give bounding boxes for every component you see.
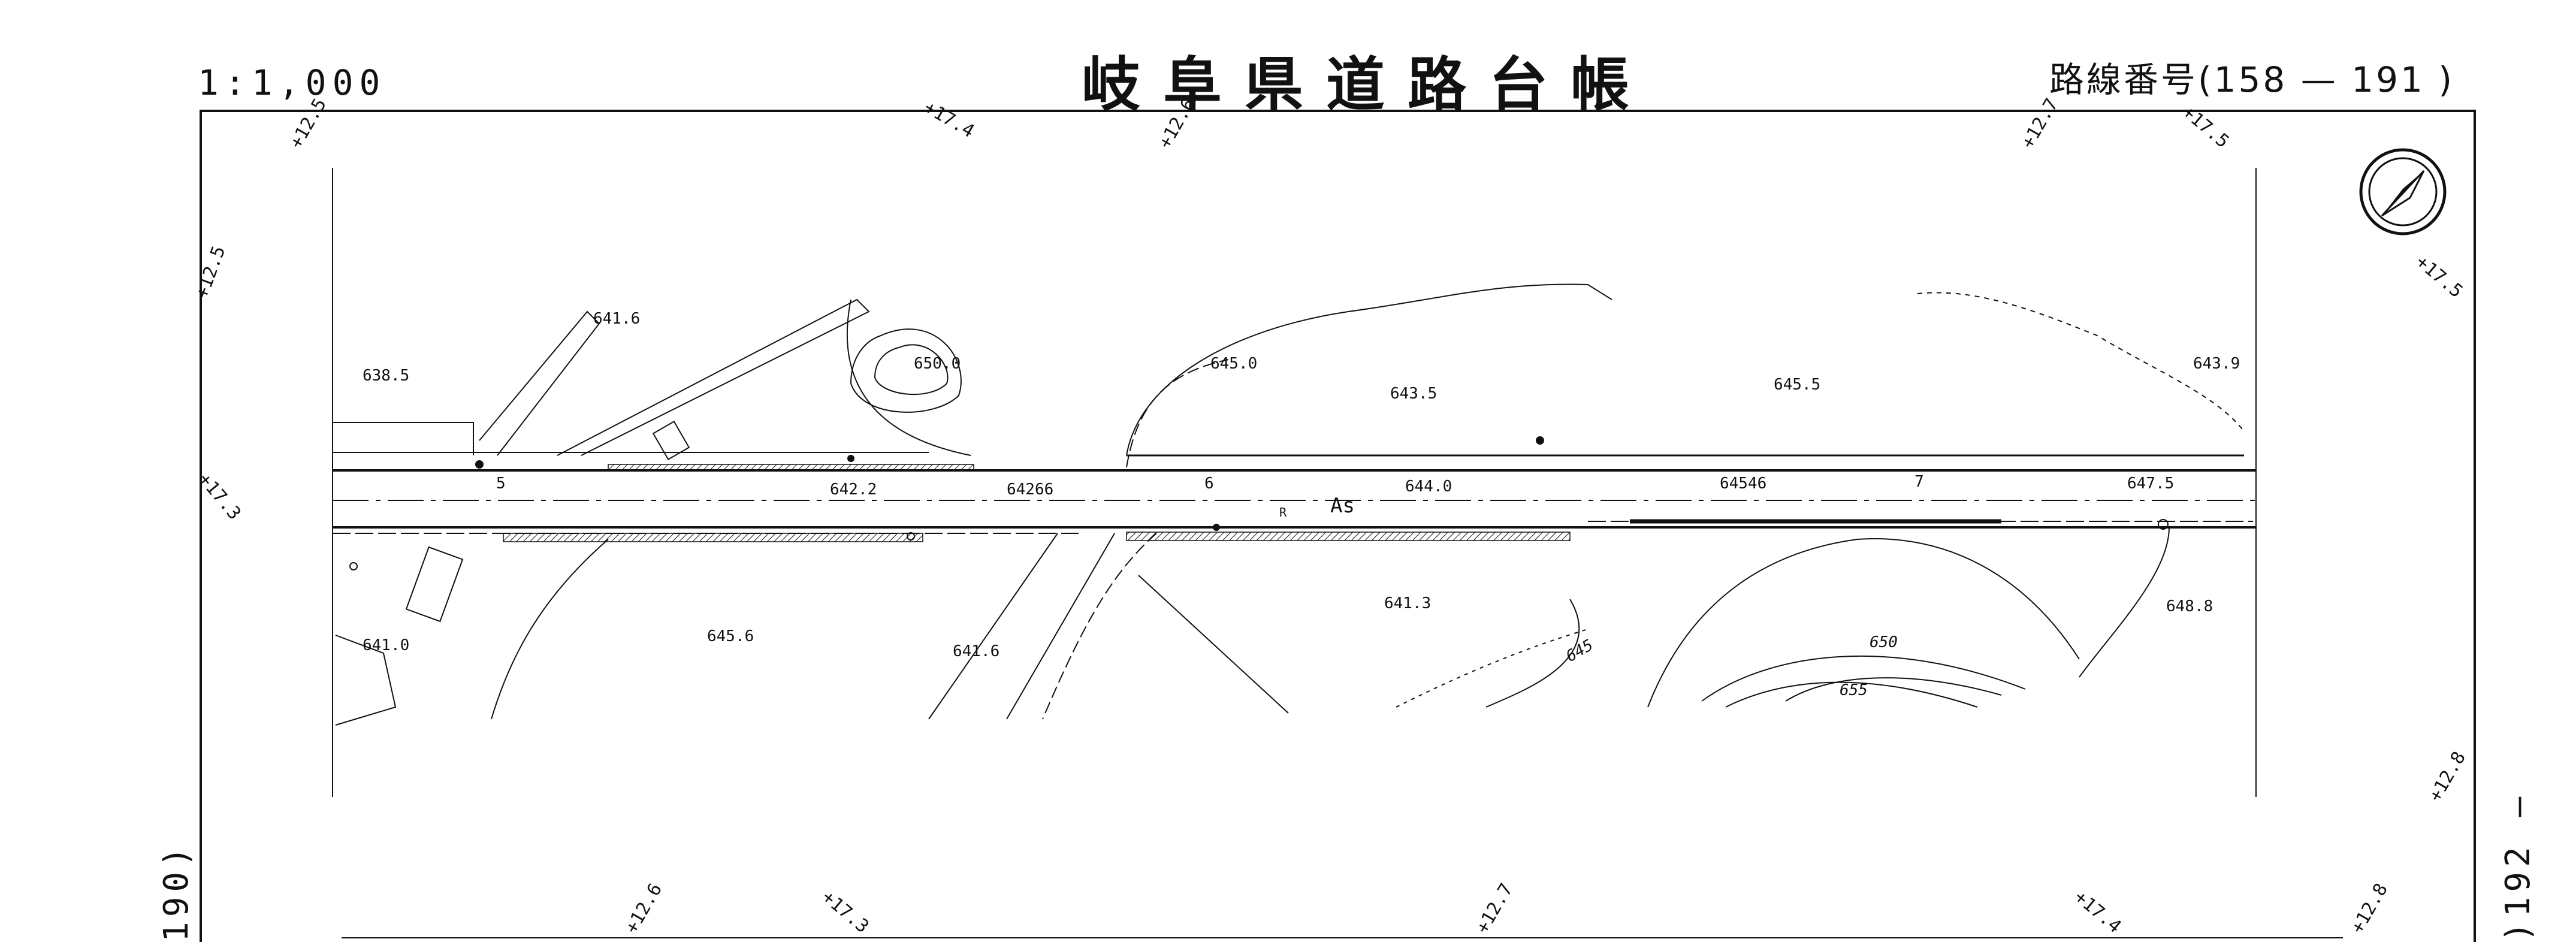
- manhole: [907, 532, 915, 541]
- contour-label: 650: [1870, 633, 1898, 651]
- hilltop-contour-1: [850, 328, 962, 413]
- station-label: 5: [496, 475, 506, 493]
- grid-mark: +17.4: [2070, 886, 2125, 937]
- station-label: 6: [1204, 475, 1214, 493]
- grid-mark: +12.8: [2425, 748, 2470, 805]
- elevation: 641.6: [593, 310, 640, 328]
- south-road-west: [928, 533, 1058, 720]
- dotted-boundary-south: [1396, 629, 1589, 708]
- elevation: 642.2: [830, 481, 877, 499]
- survey-point: [475, 460, 484, 469]
- road-centerline-group: [333, 452, 2256, 542]
- contour-655-line: [1785, 677, 2002, 702]
- elevation: 645.6: [707, 627, 754, 645]
- contour-labels: 650 655 645: [1563, 633, 1898, 699]
- manhole: [349, 562, 358, 570]
- side-road-west: [333, 422, 474, 455]
- road-surface-label: As: [1330, 494, 1355, 518]
- contour-650-line: [1701, 655, 2026, 702]
- contour-label: 645: [1563, 636, 1597, 666]
- elevation: 645.0: [1210, 355, 1257, 373]
- east-slope-line: [2079, 527, 2170, 678]
- survey-point: [1536, 436, 1544, 445]
- south-path-east: [1138, 575, 1289, 714]
- survey-point: [1213, 524, 1220, 531]
- road-labels: As R 5 6 7: [496, 473, 1924, 520]
- slope-top: [1126, 283, 1612, 456]
- grid-mark: +12.6: [1155, 95, 1200, 152]
- station-label: 7: [1914, 473, 1924, 491]
- south-path-west: [491, 539, 609, 720]
- elevation-labels: 641.6 638.5 650.0 645.0 643.5 645.5 643.…: [363, 310, 2240, 660]
- grid-mark: +12.5: [192, 243, 230, 301]
- contour-label: 655: [1840, 681, 1868, 699]
- parcel-west: [479, 310, 600, 456]
- grid-mark: +12.5: [286, 95, 331, 152]
- elevation: 638.5: [363, 367, 409, 385]
- elevation: 643.9: [2193, 355, 2240, 373]
- elevation: 64266: [1007, 481, 1053, 499]
- dotted-boundary-east: [1917, 292, 2245, 432]
- elevation: 648.8: [2166, 597, 2213, 615]
- hill-slope-west: [846, 299, 971, 456]
- structure-box-1: [652, 420, 690, 461]
- grid-mark: +12.8: [2347, 880, 2392, 937]
- retaining-wall-3: [608, 464, 974, 471]
- grid-mark: +17.5: [2412, 251, 2467, 302]
- elevation: 647.5: [2127, 475, 2174, 493]
- map-frame: [200, 110, 2476, 942]
- elevation: 644.0: [1405, 478, 1452, 496]
- map-scale: 1:1,000: [198, 62, 386, 103]
- grid-mark: +17.3: [818, 886, 873, 937]
- hilltop-contour-2: [874, 344, 949, 395]
- map-title: 岐阜県道路台帳: [1082, 51, 1653, 119]
- road-small-label: R: [1279, 505, 1287, 520]
- grid-mark: +12.7: [2018, 95, 2062, 152]
- retaining-wall-1: [503, 533, 923, 542]
- elevation: 643.5: [1390, 385, 1437, 403]
- elevation: 645.5: [1774, 376, 1820, 394]
- hill-outline: [1647, 538, 2080, 708]
- grid-mark: +17.5: [2178, 101, 2233, 152]
- survey-point: [847, 455, 854, 462]
- retaining-wall-2: [1126, 532, 1571, 541]
- elevation: 650.0: [914, 355, 961, 373]
- north-arrow-icon: [2359, 148, 2447, 236]
- elevation: 641.6: [953, 642, 999, 660]
- building-1: [405, 546, 464, 623]
- slope-edge: [1126, 359, 1229, 468]
- building-2: [335, 635, 397, 726]
- grid-mark: +12.7: [1472, 880, 1517, 937]
- route-number: 路線番号(158 — 191 ): [2049, 59, 2454, 100]
- south-road-east: [1006, 533, 1115, 720]
- grid-mark: +17.4: [920, 97, 978, 142]
- contour-652-line: [1725, 681, 1978, 708]
- elevation: 641.3: [1384, 594, 1431, 612]
- grid-mark: +12.6: [621, 880, 666, 937]
- terrain-lines: [333, 283, 2245, 726]
- south-road-center: [1042, 533, 1157, 720]
- point-markers: [349, 436, 2169, 570]
- slope-curve-south: [1485, 599, 1580, 708]
- elevation: 641.0: [363, 636, 409, 654]
- ramp-road: [557, 298, 870, 456]
- manhole: [2158, 519, 2169, 530]
- elevation: 64546: [1720, 475, 1766, 493]
